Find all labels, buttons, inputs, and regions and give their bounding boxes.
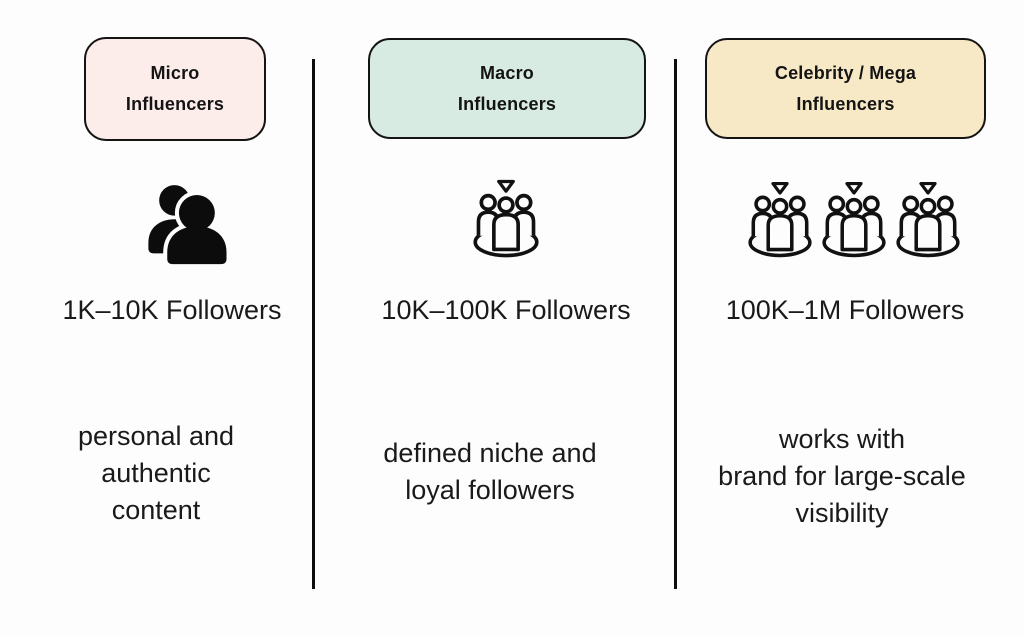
audience-group-icon [472,179,540,260]
description-line: visibility [795,498,889,528]
followers-range-micro: 1K–10K Followers [62,295,282,325]
description-line: content [111,495,201,525]
header-line: Influencers [796,93,895,114]
header-line: Influencers [457,93,557,114]
two-people-solid-icon [142,177,232,265]
audience-group-icon [821,181,887,260]
description-macro: defined niche and loyal followers [290,435,690,509]
description-line: authentic [101,458,211,488]
header-line: Macro [479,62,534,83]
header-line: Influencers [125,94,225,114]
audience-group-icon [747,181,813,260]
description-line: works with [778,424,906,454]
description-line: brand for large-scale [718,461,966,491]
followers-range-macro: 10K–100K Followers [381,295,631,325]
audience-group-icon [895,181,961,260]
header-line: Celebrity / Mega [774,62,917,83]
header-line: Micro [150,63,200,83]
description-micro: personal and authentic content [0,418,356,529]
header-macro-influencers: Macro Influencers [368,38,646,139]
header-micro-influencers: Micro Influencers [84,37,266,141]
description-line: loyal followers [405,475,575,505]
followers-range-celebrity: 100K–1M Followers [725,295,965,325]
audience-group-icon-x3 [747,181,961,260]
description-line: defined niche and [383,438,597,468]
header-celebrity-mega-influencers: Celebrity / Mega Influencers [705,38,986,139]
description-line: personal and [77,421,235,451]
description-celebrity: works with brand for large-scale visibil… [642,421,1024,532]
column-divider-2 [673,59,677,589]
column-divider-1 [311,59,315,589]
